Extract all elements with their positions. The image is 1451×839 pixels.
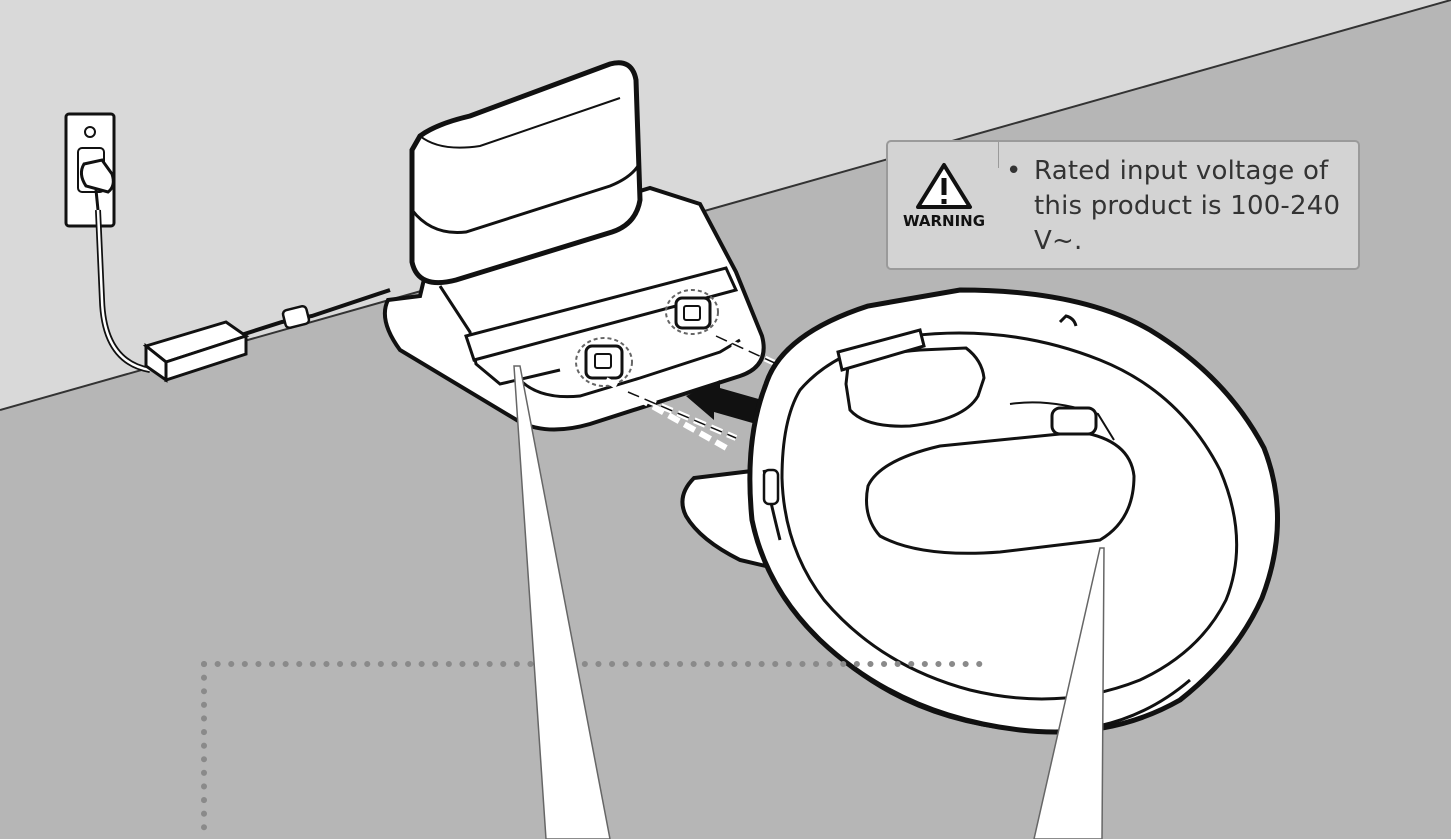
warning-divider bbox=[998, 142, 999, 168]
power-adapter-icon bbox=[142, 320, 250, 383]
robot-cleaner-icon bbox=[680, 287, 1280, 735]
robot-callout-beam bbox=[1033, 547, 1105, 839]
warning-bullet: • bbox=[1006, 156, 1022, 186]
station-callout-beam bbox=[513, 365, 611, 839]
warning-triangle-icon bbox=[916, 163, 972, 209]
charging-station-icon bbox=[383, 60, 766, 432]
plug-icon bbox=[79, 158, 115, 211]
warning-text: Rated input voltage of this product is 1… bbox=[1034, 156, 1341, 256]
docking-arrow-icon bbox=[686, 380, 776, 428]
callout-dotted-line bbox=[201, 661, 993, 837]
warning-label: WARNING bbox=[902, 212, 986, 230]
warning-box: WARNING • Rated input voltage of this pr… bbox=[886, 140, 1360, 270]
